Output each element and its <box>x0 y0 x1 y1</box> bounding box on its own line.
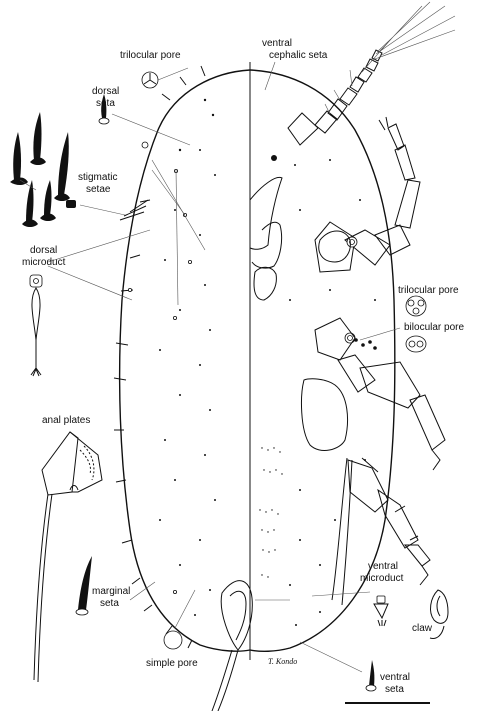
label-ventral-microduct-2: microduct <box>360 573 404 584</box>
anal-plates-inset <box>33 431 103 683</box>
label-ventral-seta-2: seta <box>385 684 404 695</box>
microduct-stipple <box>259 447 283 578</box>
label-simple-pore: simple pore <box>146 658 198 669</box>
anal-plates-body <box>220 580 253 651</box>
labels: trilocular pore dorsal seta ventral ceph… <box>22 38 464 695</box>
label-anal-plates: anal plates <box>42 415 90 426</box>
leader-lines <box>79 61 401 601</box>
dorsal-seta-inset <box>98 94 191 146</box>
label-trilocular-pore-top: trilocular pore <box>120 50 181 61</box>
label-dorsal-microduct-2: microduct <box>22 257 66 268</box>
claw-inset <box>429 589 449 639</box>
label-ventral-seta-1: ventral <box>380 672 410 683</box>
label-dorsal-seta-1: dorsal <box>92 86 119 97</box>
ventral-seta-inset <box>299 641 377 692</box>
stigmatic-setae-inset <box>10 112 76 227</box>
body-outline <box>118 62 396 660</box>
label-marginal-seta-2: seta <box>100 598 119 609</box>
ventral-details <box>259 1 456 626</box>
ventral-microduct-inset <box>311 591 389 627</box>
bilocular-pore-inset <box>405 335 427 353</box>
dorsal-details <box>113 65 253 711</box>
label-claw: claw <box>412 623 433 634</box>
label-ventral-cephalic-seta-1: ventral <box>262 38 292 49</box>
label-stigmatic-setae-2: setae <box>86 184 111 195</box>
label-ventral-microduct-1: ventral <box>368 561 398 572</box>
label-dorsal-microduct-1: dorsal <box>30 245 57 256</box>
label-dorsal-seta-2: seta <box>96 98 115 109</box>
marginal-seta-inset <box>75 556 156 616</box>
label-trilocular-pore-right: trilocular pore <box>398 285 459 296</box>
label-ventral-cephalic-seta-2: cephalic seta <box>269 50 328 61</box>
label-marginal-seta-1: marginal <box>92 586 130 597</box>
simple-pore-inset <box>163 589 196 650</box>
trilocular-pore-right-inset <box>405 295 427 317</box>
dorsal-microduct-inset <box>29 229 151 377</box>
label-bilocular-pore: bilocular pore <box>404 322 464 333</box>
label-stigmatic-setae-1: stigmatic <box>78 172 117 183</box>
trilocular-pore-top-inset <box>141 71 159 89</box>
detached-structures <box>249 176 283 301</box>
artist-signature: T. Kondo <box>268 657 297 666</box>
